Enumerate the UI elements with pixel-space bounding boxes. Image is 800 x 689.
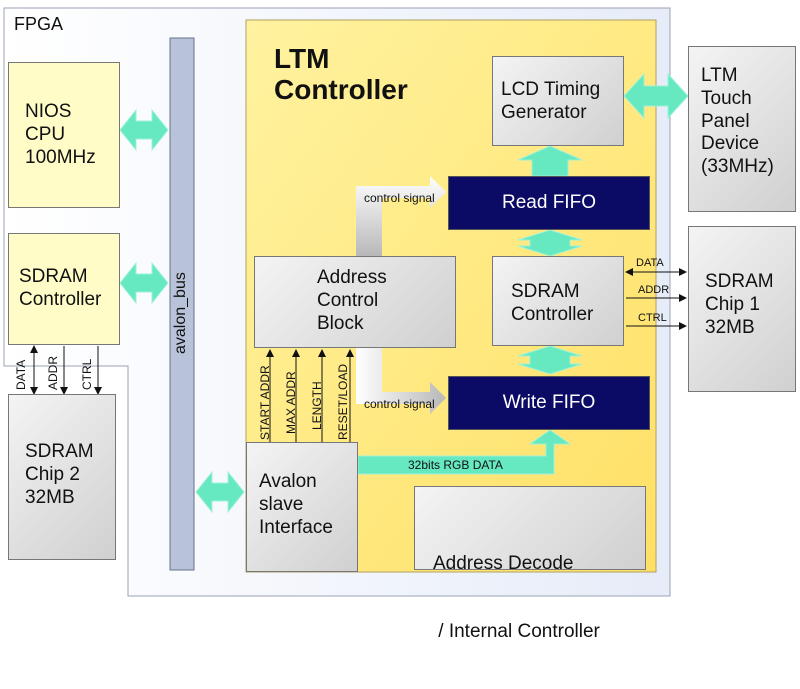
nios-label-3: 100MHz — [25, 146, 96, 168]
avalon-bus-bar — [169, 37, 195, 571]
nios-label-1: NIOS — [25, 101, 72, 122]
sdram-chip2-block: SDRAM Chip 2 32MB — [8, 394, 116, 560]
sdram-controller-inner-block: SDRAM Controller — [492, 256, 624, 346]
ltm-touch-label-3: Panel — [701, 110, 750, 132]
arrow-bus-slave — [195, 470, 245, 514]
address-control-block: Address Control Block — [254, 256, 456, 348]
chip2-label-1: SDRAM — [25, 441, 94, 462]
sdram-chip1-block: SDRAM Chip 1 32MB — [688, 226, 796, 392]
ltm-title-line1: LTM — [274, 43, 330, 74]
sdram-ctrl-inner-label-2: Controller — [511, 303, 594, 325]
chip2-label-2: Chip 2 — [25, 463, 80, 485]
chip1-signal-ctrl: CTRL — [638, 312, 667, 324]
arrow-readfifo-lcd — [517, 145, 583, 177]
chip2-signal-ctrl: CTRL — [80, 358, 94, 390]
ltm-title-line2: Controller — [274, 73, 408, 105]
arrow-sdramctrl-bus — [119, 261, 169, 305]
ltm-touch-panel-block: LTM Touch Panel Device (33MHz) — [688, 46, 796, 212]
chip1-label-1: SDRAM — [705, 271, 774, 292]
ltm-touch-label-1: LTM — [701, 65, 738, 86]
nios-label-2: CPU — [25, 123, 66, 145]
chip1-label-2: Chip 1 — [705, 293, 760, 315]
read-fifo-block: Read FIFO — [448, 176, 650, 230]
lcd-timing-label-1: LCD Timing — [501, 79, 601, 100]
arrow-nios-bus — [119, 108, 169, 152]
chip1-signal-addr: ADDR — [638, 284, 670, 296]
address-control-label-2: Control — [317, 289, 379, 311]
ltm-touch-label-5: (33MHz) — [701, 156, 774, 178]
chip1-signal-data: DATA — [636, 257, 664, 269]
address-control-label-3: Block — [317, 312, 364, 334]
address-decode-label-2: / Internal Controller — [433, 620, 600, 642]
chip2-signal-addr: ADDR — [46, 355, 60, 390]
control-signal-top-label: control signal — [364, 191, 435, 205]
arrow-control-top — [356, 176, 446, 256]
ltm-touch-label-4: Device — [701, 133, 760, 155]
sdram-controller-left-block: SDRAM Controller — [8, 233, 120, 345]
arrow-sdram-writefifo — [517, 345, 583, 375]
arrow-control-bottom — [356, 348, 446, 414]
lcd-timing-label-2: Generator — [501, 101, 587, 123]
chip2-signal-data: DATA — [14, 359, 28, 390]
sdram-ctrl-inner-label-1: SDRAM — [511, 281, 580, 302]
avalon-slave-interface-block: Avalon slave Interface — [246, 442, 358, 572]
write-fifo-block: Write FIFO — [448, 376, 650, 430]
fpga-label: FPGA — [14, 14, 64, 34]
avalon-slave-label-1: Avalon — [259, 471, 317, 492]
sdram-ctrl-left-label-2: Controller — [19, 288, 102, 310]
nios-cpu-block: NIOS CPU 100MHz — [8, 62, 120, 208]
chip1-label-3: 32MB — [705, 316, 755, 338]
address-decode-block: Address Decode / Internal Controller — [414, 486, 646, 642]
ltm-controller-title: LTM Controller — [274, 43, 408, 106]
avalon-slave-label-2: slave — [259, 493, 304, 515]
chip2-label-3: 32MB — [25, 486, 75, 508]
rgb-data-label: 32bits RGB DATA — [408, 458, 503, 472]
arrow-rgb-data — [357, 429, 572, 475]
sdram-ctrl-left-label-1: SDRAM — [19, 266, 88, 287]
control-signal-bottom-label: control signal — [364, 397, 435, 411]
avalon-bus-label: avalon_bus — [172, 272, 189, 354]
ltm-touch-label-2: Touch — [701, 87, 752, 109]
slave-signal-reset-load: RESET/LOAD — [336, 363, 350, 440]
slave-signal-max-addr: MAX ADDR — [284, 371, 298, 434]
arrow-sdram-readfifo — [517, 229, 583, 257]
address-decode-label-1: Address Decode — [433, 552, 574, 574]
avalon-slave-label-3: Interface — [259, 516, 333, 538]
slave-signal-start-addr: START ADDR — [258, 365, 272, 440]
slave-signal-length: LENGTH — [310, 381, 324, 430]
address-control-label-1: Address — [317, 267, 387, 288]
lcd-timing-generator-block: LCD Timing Generator — [492, 56, 624, 146]
